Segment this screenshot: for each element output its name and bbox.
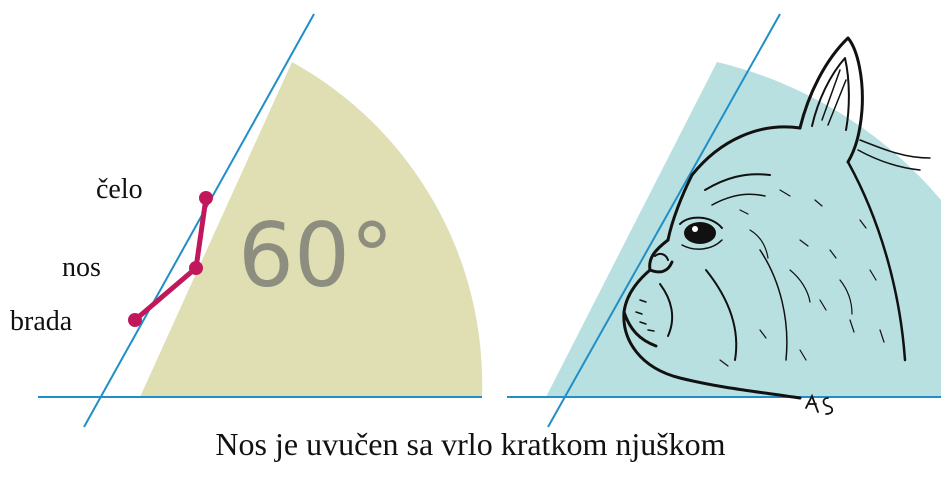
angle-line-right	[547, 13, 781, 428]
caption: Nos je uvučen sa vrlo kratkom njuškom	[215, 426, 726, 462]
forehead-point	[199, 191, 213, 205]
angle-sector-left	[140, 62, 483, 397]
right-panel	[507, 13, 941, 428]
angle-line-left	[83, 13, 315, 428]
left-panel	[38, 13, 483, 428]
chin-label: brada	[10, 306, 73, 337]
angle-sector-right	[546, 62, 941, 397]
forehead-label: čelo	[96, 174, 143, 205]
nose-point	[189, 261, 203, 275]
bulldog-head-illustration	[622, 36, 931, 400]
angle-label: 60°	[238, 204, 394, 307]
artist-signature	[805, 393, 834, 415]
chin-point	[128, 313, 142, 327]
nose-label: nos	[62, 252, 101, 283]
